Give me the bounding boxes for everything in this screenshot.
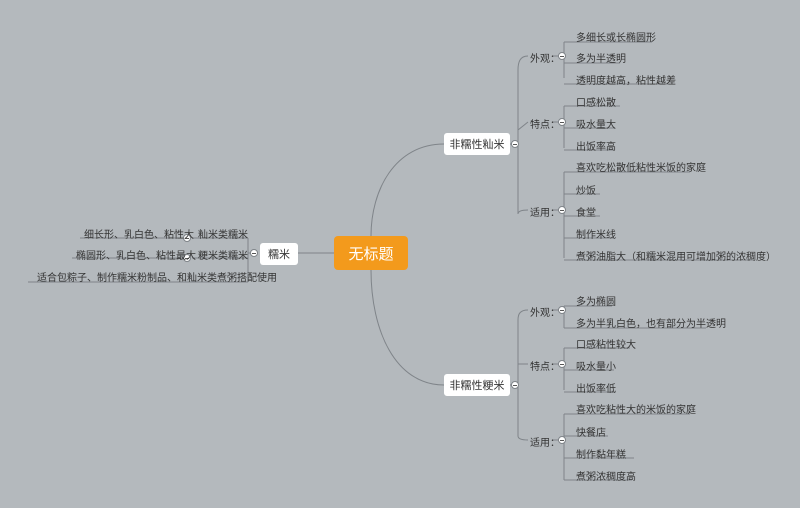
left-group-japonica-glutinous[interactable]: 粳米类糯米: [198, 251, 248, 262]
connector-left-leaves: [72, 237, 186, 259]
rt-leaf[interactable]: 出饭率高: [576, 142, 616, 153]
rt-leaf[interactable]: 制作米线: [576, 230, 616, 241]
collapse-icon[interactable]: [558, 118, 566, 126]
collapse-icon[interactable]: [183, 234, 191, 242]
root-topic[interactable]: 无标题: [334, 236, 408, 270]
rt-group-appearance[interactable]: 外观：: [530, 54, 560, 65]
rb-group-features[interactable]: 特点：: [530, 362, 560, 373]
topic-glutinous-rice[interactable]: 糯米: [260, 243, 298, 265]
rt-group-features[interactable]: 特点：: [530, 120, 560, 131]
rb-leaf[interactable]: 快餐店: [576, 428, 606, 439]
left-leaf[interactable]: 细长形、乳白色、粘性大: [84, 230, 194, 241]
rt-leaf[interactable]: 喜欢吃松散低粘性米饭的家庭: [576, 163, 706, 174]
rt-leaf[interactable]: 食堂: [576, 208, 596, 219]
collapse-icon[interactable]: [558, 306, 566, 314]
collapse-icon[interactable]: [183, 254, 191, 262]
rt-leaf[interactable]: 吸水量大: [576, 120, 616, 131]
topic-indica-rice[interactable]: 非糯性籼米: [444, 133, 510, 155]
rt-leaf[interactable]: 煮粥油脂大（和糯米混用可增加粥的浓稠度）: [576, 252, 776, 263]
rt-leaf[interactable]: 炒饭: [576, 186, 596, 197]
connector-rb-main-groups: [510, 309, 529, 441]
rt-leaf[interactable]: 多为半透明: [576, 54, 626, 65]
connector-root-right-bottom: [370, 269, 445, 386]
rt-leaf[interactable]: 透明度越高，粘性越差: [576, 76, 676, 87]
collapse-icon[interactable]: [558, 206, 566, 214]
rt-leaf[interactable]: 口感松散: [576, 98, 616, 109]
rb-group-usage[interactable]: 适用：: [530, 438, 560, 449]
collapse-icon[interactable]: [511, 140, 519, 148]
left-leaf-usage[interactable]: 适合包粽子、制作糯米粉制品、和籼米类煮粥搭配使用: [37, 273, 277, 284]
rb-leaf[interactable]: 出饭率低: [576, 384, 616, 395]
collapse-icon[interactable]: [558, 436, 566, 444]
rt-group-usage[interactable]: 适用：: [530, 208, 560, 219]
collapse-icon[interactable]: [558, 360, 566, 368]
rb-leaf[interactable]: 吸水量小: [576, 362, 616, 373]
left-leaf[interactable]: 椭圆形、乳白色、粘性最大: [76, 251, 196, 262]
connector-rt-main-groups: [510, 55, 529, 215]
left-group-indica-glutinous[interactable]: 籼米类糯米: [198, 230, 248, 241]
rb-group-appearance[interactable]: 外观：: [530, 308, 560, 319]
rb-leaf[interactable]: 煮粥浓稠度高: [576, 472, 636, 483]
rb-leaf[interactable]: 多为半乳白色，也有部分为半透明: [576, 319, 726, 330]
topic-japonica-rice[interactable]: 非糯性粳米: [444, 374, 510, 396]
collapse-icon[interactable]: [250, 249, 258, 257]
collapse-icon[interactable]: [511, 381, 519, 389]
collapse-icon[interactable]: [558, 52, 566, 60]
rb-leaf[interactable]: 制作黏年糕: [576, 450, 626, 461]
rb-leaf[interactable]: 口感粘性较大: [576, 340, 636, 351]
rt-leaf[interactable]: 多细长或长椭圆形: [576, 33, 656, 44]
rb-leaf[interactable]: 多为椭圆: [576, 297, 616, 308]
connector-root-right-top: [370, 143, 445, 237]
rb-leaf[interactable]: 喜欢吃粘性大的米饭的家庭: [576, 405, 696, 416]
